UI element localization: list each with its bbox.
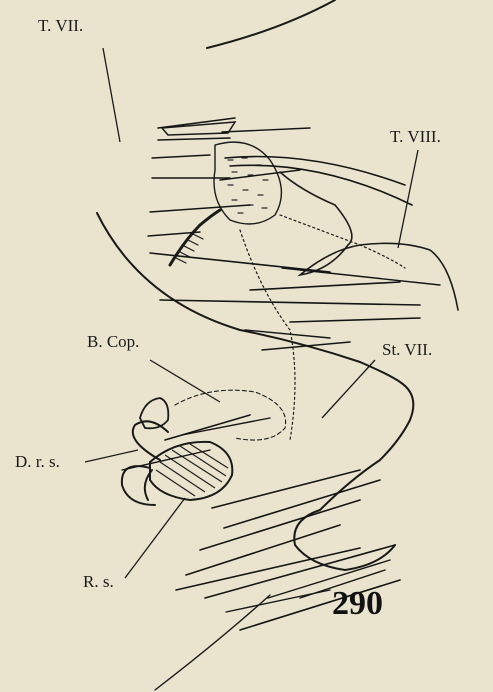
lower-body-outline	[155, 595, 270, 690]
receptaculum-seminis	[150, 442, 232, 500]
label-bursa-copulatrix: B. Cop.	[87, 332, 139, 352]
label-tergite-eight: T. VIII.	[390, 127, 441, 147]
label-sternite-seven: St. VII.	[382, 340, 432, 360]
stippled-gland	[214, 142, 281, 224]
tergite-seven-edge	[207, 0, 335, 48]
ovipositor-top	[162, 122, 235, 135]
receptaculum-stripes	[156, 444, 228, 496]
ovipositor-stalk	[170, 210, 220, 265]
figure-number: 290	[332, 585, 383, 623]
dotted-outline-2	[280, 215, 405, 268]
label-ductus-receptaculi: D. r. s.	[15, 452, 60, 472]
label-tergite-seven: T. VII.	[38, 16, 83, 36]
sternite-seven-outline	[294, 362, 413, 570]
label-receptaculum-seminis: R. s.	[83, 572, 114, 592]
segment-eight-outline	[280, 172, 458, 310]
